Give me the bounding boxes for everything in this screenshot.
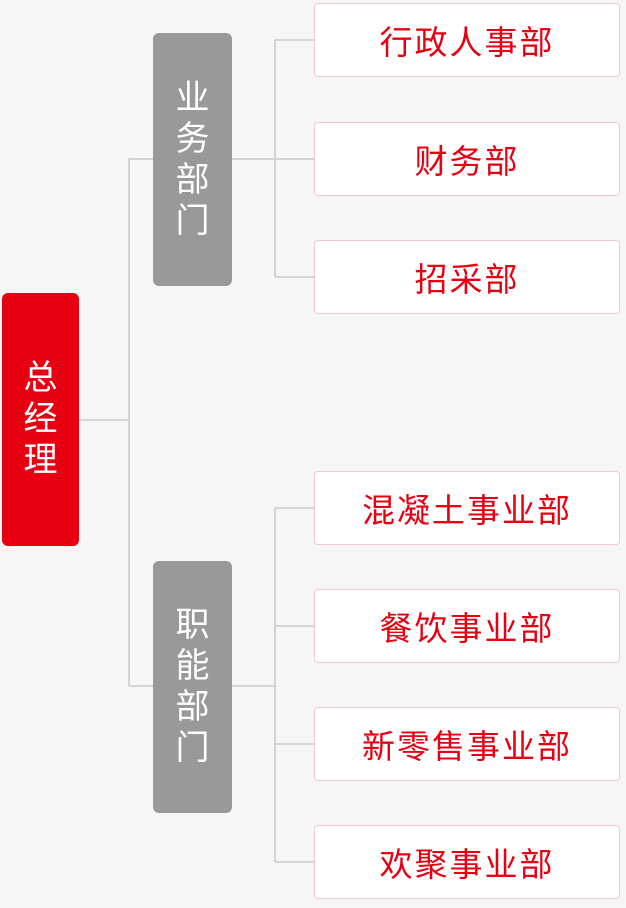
leaf-label: 财务部 xyxy=(414,142,520,181)
root-node-label: 总经理 xyxy=(23,358,58,480)
department-node-business: 业务部门 xyxy=(153,33,232,286)
leaf-label: 行政人事部 xyxy=(379,23,555,62)
leaf-node-concrete: 混凝土事业部 xyxy=(314,471,620,545)
department-label-functional: 职能部门 xyxy=(175,605,210,768)
leaf-node-huanju: 欢聚事业部 xyxy=(314,825,620,899)
department-node-functional: 职能部门 xyxy=(153,561,232,813)
leaf-node-procurement: 招采部 xyxy=(314,240,620,314)
leaf-node-finance: 财务部 xyxy=(314,122,620,196)
leaf-label: 招采部 xyxy=(414,260,520,299)
leaf-label: 新零售事业部 xyxy=(362,727,572,766)
leaf-node-admin-hr: 行政人事部 xyxy=(314,3,620,77)
leaf-label: 欢聚事业部 xyxy=(379,845,555,884)
leaf-node-new-retail: 新零售事业部 xyxy=(314,707,620,781)
department-label-business: 业务部门 xyxy=(175,77,210,241)
leaf-label: 餐饮事业部 xyxy=(379,609,555,648)
leaf-node-catering: 餐饮事业部 xyxy=(314,589,620,663)
leaf-label: 混凝土事业部 xyxy=(362,491,572,530)
root-node-general-manager: 总经理 xyxy=(2,293,79,546)
